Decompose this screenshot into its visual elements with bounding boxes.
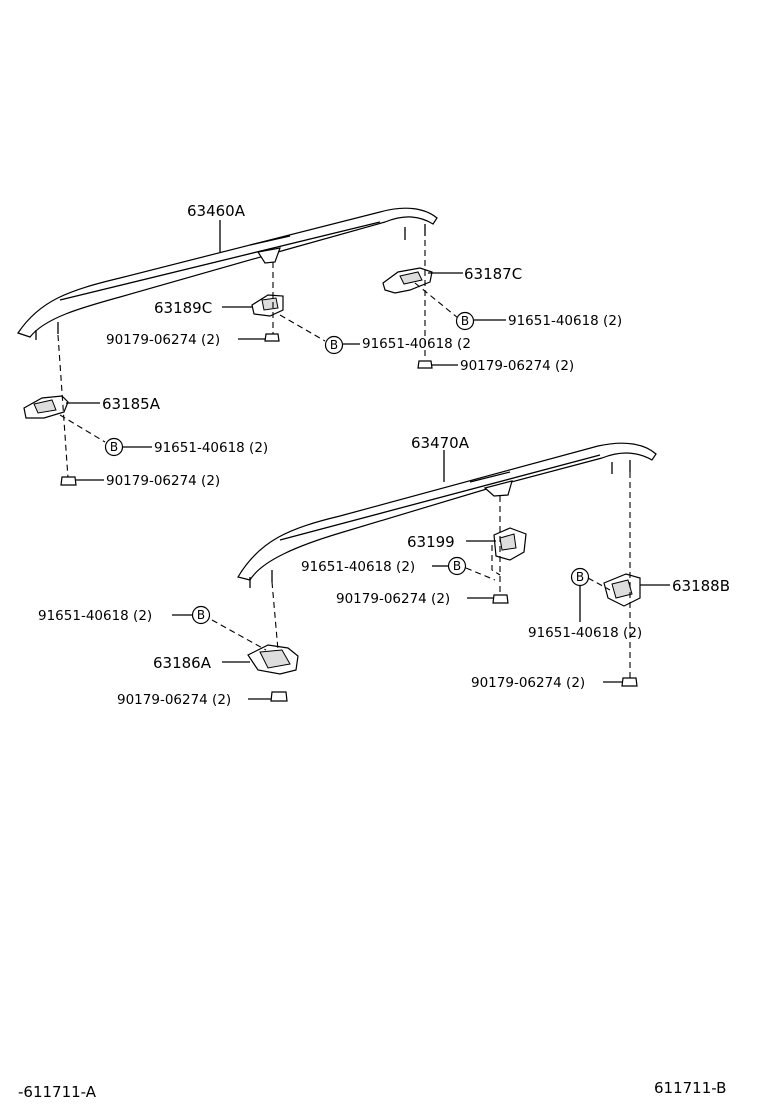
ref-mark-b: B bbox=[570, 567, 590, 587]
label-screw-1: 91651-40618 (2) bbox=[508, 313, 622, 329]
roof-rail-right bbox=[237, 442, 657, 588]
bracket-63186A bbox=[247, 644, 299, 675]
svg-text:B: B bbox=[110, 440, 118, 454]
label-nut-3: 90179-06274 (2) bbox=[106, 473, 220, 489]
nut bbox=[60, 476, 77, 486]
svg-text:B: B bbox=[576, 570, 584, 584]
ref-mark-b: B bbox=[324, 335, 344, 355]
label-screw-2: 91651-40618 (2 bbox=[362, 336, 471, 352]
label-nut-1: 90179-06274 (2) bbox=[460, 358, 574, 374]
bracket-63188B bbox=[603, 573, 641, 607]
nut bbox=[264, 333, 280, 342]
label-nut-2: 90179-06274 (2) bbox=[106, 332, 220, 348]
svg-text:B: B bbox=[197, 608, 205, 622]
svg-text:B: B bbox=[461, 314, 469, 328]
label-63189C: 63189C bbox=[154, 299, 212, 317]
bracket-63185A bbox=[23, 395, 69, 419]
label-nut-6: 90179-06274 (2) bbox=[117, 692, 231, 708]
label-63188B: 63188B bbox=[672, 577, 730, 595]
label-63187C: 63187C bbox=[464, 265, 522, 283]
label-63186A: 63186A bbox=[153, 654, 212, 672]
nut bbox=[492, 594, 509, 604]
nut bbox=[417, 360, 433, 369]
label-screw-6: 91651-40618 (2) bbox=[38, 608, 152, 624]
label-63199: 63199 bbox=[407, 533, 455, 551]
roof-rail-left bbox=[17, 207, 438, 340]
nut bbox=[270, 691, 288, 702]
label-screw-5: 91651-40618 (2) bbox=[528, 625, 642, 641]
label-63185A: 63185A bbox=[102, 395, 161, 413]
label-screw-4: 91651-40618 (2) bbox=[301, 559, 415, 575]
label-63470A: 63470A bbox=[411, 434, 470, 452]
ref-mark-b: B bbox=[447, 556, 467, 576]
label-63460A: 63460A bbox=[187, 202, 246, 220]
ref-mark-b: B bbox=[104, 437, 124, 457]
label-nut-5: 90179-06274 (2) bbox=[471, 675, 585, 691]
svg-text:B: B bbox=[453, 559, 461, 573]
bracket-63189C bbox=[251, 294, 284, 317]
label-nut-4: 90179-06274 (2) bbox=[336, 591, 450, 607]
bracket-63199 bbox=[493, 527, 527, 561]
footer-left-code: -611711-A bbox=[18, 1083, 97, 1101]
label-screw-3: 91651-40618 (2) bbox=[154, 440, 268, 456]
bracket-63187C bbox=[382, 267, 433, 294]
footer-right-code: 611711-B bbox=[654, 1079, 726, 1097]
nut bbox=[621, 677, 638, 687]
ref-mark-b: B bbox=[191, 605, 211, 625]
ref-mark-b: B bbox=[455, 311, 475, 331]
svg-text:B: B bbox=[330, 338, 338, 352]
